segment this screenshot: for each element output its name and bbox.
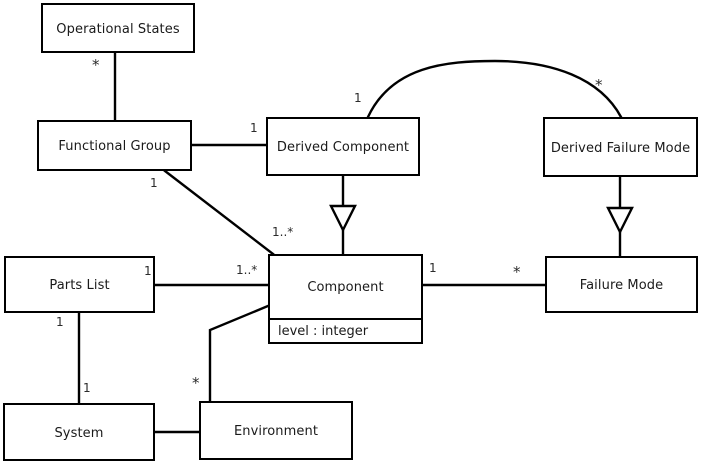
association-line-functional-group--component[interactable]	[163, 169, 275, 256]
uml-class-name-parts-list: Parts List	[49, 278, 110, 293]
multiplicity-label-mult-dfm-curve: *	[595, 76, 603, 94]
multiplicity-label-mult-opstates-fg: *	[92, 56, 100, 74]
generalization-triangle-derived-component--component[interactable]	[329, 204, 357, 233]
uml-class-failure-mode[interactable]: Failure Mode	[545, 256, 698, 313]
association-lines	[77, 51, 623, 434]
multiplicity-label-mult-fg-dc: 1	[250, 121, 258, 135]
uml-class-name-derived-failure-mode: Derived Failure Mode	[550, 140, 691, 156]
generalization-triangle-derived-failure-mode--failure-mode[interactable]	[606, 206, 634, 235]
multiplicity-label-mult-component-fm: 1	[429, 261, 437, 275]
uml-class-name-system: System	[54, 425, 104, 441]
association-line-environment--component[interactable]	[208, 304, 270, 403]
uml-class-parts-list[interactable]: Parts List	[4, 256, 155, 313]
uml-class-name-functional-group: Functional Group	[58, 139, 171, 154]
uml-class-name-operational-states: Operational States	[56, 21, 180, 37]
uml-class-name-failure-mode: Failure Mode	[579, 278, 664, 293]
uml-class-operational-states[interactable]: Operational States	[41, 3, 195, 53]
uml-class-environment[interactable]: Environment	[199, 401, 353, 460]
uml-class-derived-failure-mode[interactable]: Derived Failure Mode	[543, 117, 698, 177]
uml-class-name-environment: Environment	[233, 424, 319, 439]
uml-class-name-component: Component	[307, 279, 384, 295]
multiplicity-label-mult-system-partslist: 1	[83, 381, 91, 395]
association-line-derived-component--derived-failure-mode[interactable]	[366, 59, 623, 119]
uml-class-attribute-component-0: level : integer	[270, 318, 421, 342]
uml-class-derived-component[interactable]: Derived Component	[266, 117, 420, 176]
uml-class-system[interactable]: System	[3, 403, 155, 461]
multiplicity-label-mult-fm-component: *	[513, 263, 521, 281]
uml-class-component[interactable]: Component level : integer	[268, 254, 423, 344]
multiplicity-label-mult-dc-curve: 1	[354, 91, 362, 105]
multiplicity-label-mult-component-partslist: 1..*	[236, 263, 258, 277]
multiplicity-label-mult-partslist-system: 1	[56, 315, 64, 329]
uml-class-name-derived-component: Derived Component	[276, 140, 410, 155]
multiplicity-label-mult-environment-comp: *	[192, 374, 200, 392]
generalization-arrows	[329, 174, 634, 258]
uml-class-functional-group[interactable]: Functional Group	[37, 120, 192, 171]
multiplicity-label-mult-component-fg: 1..*	[272, 225, 294, 239]
multiplicity-label-mult-fg-component: 1	[150, 176, 158, 190]
multiplicity-label-mult-partslist-1: 1	[144, 264, 152, 278]
